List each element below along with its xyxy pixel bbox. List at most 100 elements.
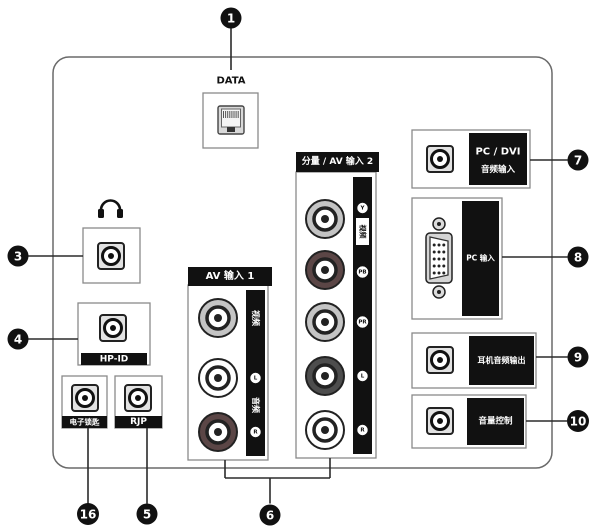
av2-left-badge-text: L xyxy=(361,373,365,379)
callout-4-number: 4 xyxy=(14,333,22,347)
callout-1: 1 xyxy=(220,7,242,29)
callout-16: 16 xyxy=(77,503,99,525)
av1-title: AV 输入 1 xyxy=(206,269,255,282)
av2-y-badge-circle xyxy=(357,202,368,214)
av2-right-badge-circle xyxy=(357,424,368,436)
callout-4: 4 xyxy=(7,328,29,350)
av2-title-bar xyxy=(296,152,379,172)
callout-3: 3 xyxy=(7,245,29,267)
callout-3-number: 3 xyxy=(14,250,22,264)
vga-top-screw-hole xyxy=(437,222,441,226)
rj45-opening xyxy=(221,108,241,128)
vga-pin xyxy=(432,264,436,268)
callout-7-number: 7 xyxy=(574,154,582,168)
rca-pin xyxy=(321,318,329,326)
callout-10-number: 10 xyxy=(570,415,587,429)
jack-pin xyxy=(437,156,443,162)
jack-pin xyxy=(437,357,443,363)
volume-label: 音量控制 xyxy=(478,416,513,427)
rj45-latch-slot xyxy=(227,127,235,132)
e-key-jack xyxy=(71,384,99,412)
av2-left-badge-circle xyxy=(357,370,368,382)
av1-right-badge-text: R xyxy=(253,429,258,435)
av2-right-badge-text: R xyxy=(360,427,365,433)
callout-8: 8 xyxy=(567,246,589,268)
vga-pin xyxy=(432,243,436,247)
rca-pin xyxy=(321,372,329,380)
av1-audio-label: 音频 xyxy=(251,397,261,413)
pc-dvi-audio-label-panel xyxy=(469,133,527,185)
vga-pin xyxy=(437,250,441,254)
rjp-label: RJP xyxy=(130,417,147,427)
pc-dvi-audio-label-line2: 音频输入 xyxy=(481,164,516,175)
callout-16-number: 16 xyxy=(80,508,97,522)
vga-pins xyxy=(432,243,446,275)
av2-title: 分量 / AV 输入 2 xyxy=(302,155,373,167)
audio-out-label: 耳机音频输出 xyxy=(478,355,526,365)
av1-title-bar xyxy=(188,267,272,286)
av2-pr-badge: PR xyxy=(356,316,369,328)
av2-pb-badge: PB xyxy=(356,266,369,278)
pc-dvi-audio-label-line1: PC / DVI xyxy=(475,147,520,158)
callout-5-badge xyxy=(136,503,158,525)
av2-video-label-box xyxy=(356,218,369,245)
e-key-label-bar xyxy=(62,416,107,428)
av2-audio-left-jack xyxy=(305,356,345,396)
headphone-icon xyxy=(98,199,123,218)
vga-pin xyxy=(442,271,446,275)
jack-pin xyxy=(108,253,114,259)
rca-pin xyxy=(321,426,329,434)
callout-6-number: 6 xyxy=(266,509,274,523)
rjp-jack xyxy=(124,384,152,412)
jack-pin xyxy=(135,395,141,401)
volume-jack xyxy=(426,407,454,435)
av1-left-badge-circle xyxy=(250,372,261,384)
vga-pin xyxy=(442,243,446,247)
callout-6: 6 xyxy=(259,504,281,526)
vga-pin xyxy=(432,257,436,261)
av1-video-label: 视频 xyxy=(251,310,261,326)
callout-1-badge xyxy=(220,7,242,29)
av1-left-badge: L xyxy=(250,372,261,384)
callout-5-number: 5 xyxy=(143,508,151,522)
callout-10-badge xyxy=(567,410,589,432)
hp-id-label-bar xyxy=(81,353,147,365)
rca-pin xyxy=(214,314,222,322)
av2-pr-badge-circle xyxy=(356,316,369,328)
vga-pin xyxy=(442,250,446,254)
av1-right-badge: R xyxy=(250,426,261,438)
vga-pin xyxy=(437,257,441,261)
pc-input-label: PC 输入 xyxy=(466,253,495,263)
hp-id-label: HP-ID xyxy=(100,355,129,365)
av1-right-badge-circle xyxy=(250,426,261,438)
callout-1-number: 1 xyxy=(227,12,235,26)
rjp-label-bar xyxy=(115,416,162,428)
av1-audio-right-jack xyxy=(198,412,238,452)
callout-9-number: 9 xyxy=(574,351,582,365)
vga-pin xyxy=(437,264,441,268)
e-key-label: 电子锁匙 xyxy=(70,417,100,427)
vga-pin xyxy=(442,257,446,261)
vga-bottom-screw-hole xyxy=(437,290,441,294)
callout-5: 5 xyxy=(136,503,158,525)
av2-audio-right-jack xyxy=(305,410,345,450)
av2-pr-badge-text: PR xyxy=(358,319,367,325)
rca-pin xyxy=(214,374,222,382)
av1-left-badge-text: L xyxy=(254,375,258,381)
callout-8-number: 8 xyxy=(574,251,582,265)
jack-pin xyxy=(437,418,443,424)
vga-pin xyxy=(437,271,441,275)
av2-left-badge: L xyxy=(357,370,368,382)
av2-pb-badge-circle xyxy=(356,266,369,278)
callout-16-badge xyxy=(77,503,99,525)
vga-pin xyxy=(432,250,436,254)
headphone-icon-right-cup xyxy=(117,209,123,218)
volume-label-panel xyxy=(467,398,524,445)
hp-id-jack xyxy=(99,314,127,342)
av1-video-jack xyxy=(198,298,238,338)
audio-out-jack xyxy=(426,346,454,374)
rj45-pins xyxy=(223,111,239,118)
av2-y-video-jack xyxy=(305,199,345,239)
av2-pr-jack xyxy=(305,302,345,342)
